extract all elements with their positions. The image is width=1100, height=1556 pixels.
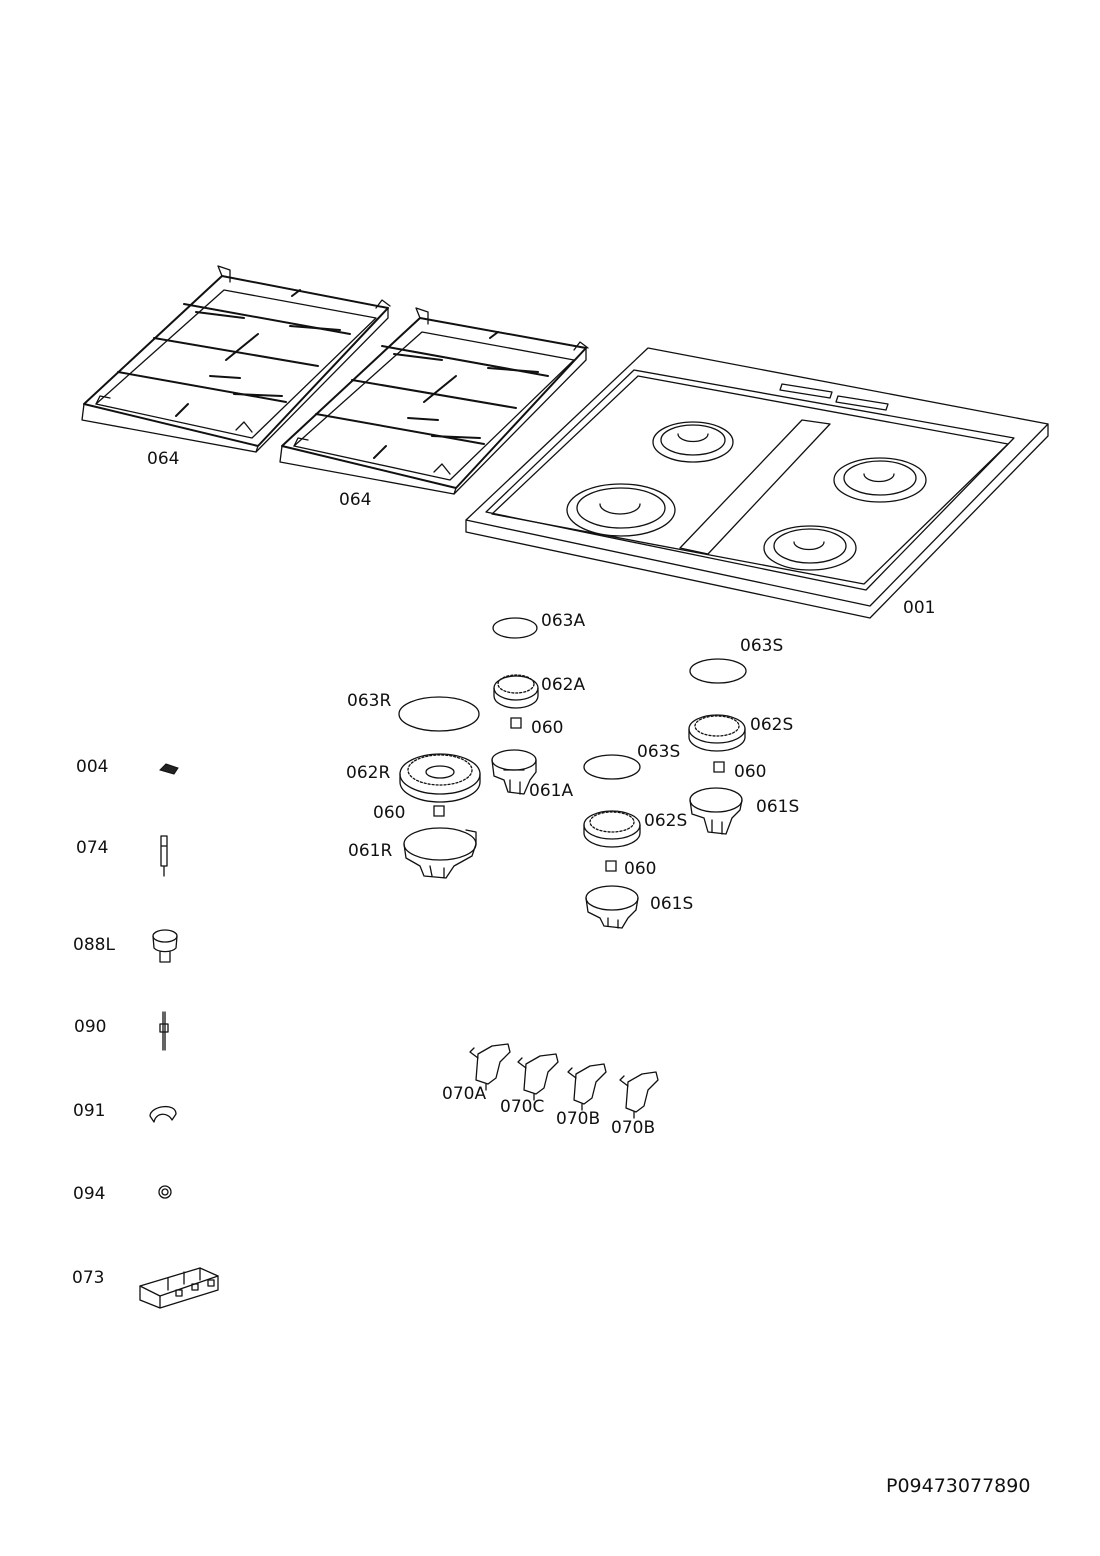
part-004-clip [159, 763, 179, 775]
label-crown-062r: 062R [346, 763, 391, 783]
part-074-thermocouple [160, 835, 168, 877]
label-base-061a: 061A [529, 781, 574, 801]
label-cap-063s-mid: 063S [637, 742, 681, 762]
label-injector-060-b: 060 [734, 762, 767, 782]
part-094-ring [158, 1185, 172, 1199]
part-073-ignition-switch [139, 1267, 219, 1309]
label-tap-070b-1: 070B [556, 1109, 601, 1129]
part-091-clip [149, 1106, 177, 1123]
pan-support-right [279, 307, 589, 495]
burner-cap-063s-mid [583, 754, 641, 780]
burner-base-061a [491, 749, 537, 795]
label-part-074: 074 [76, 838, 109, 858]
label-crown-062s-right: 062S [750, 715, 794, 735]
label-injector-060-d: 060 [624, 859, 657, 879]
label-tap-070a: 070A [442, 1084, 487, 1104]
label-tap-070c: 070C [500, 1097, 545, 1117]
hob-top [465, 347, 1049, 619]
burner-crown-062s-mid [583, 810, 641, 848]
label-part-004: 004 [76, 757, 109, 777]
label-cap-063r: 063R [347, 691, 392, 711]
pan-support-left [81, 265, 391, 453]
document-number: P09473077890 [886, 1475, 1031, 1497]
label-part-088l: 088L [73, 935, 115, 955]
label-grate-left: 064 [147, 449, 180, 469]
label-grate-right: 064 [339, 490, 372, 510]
burner-crown-062r [399, 753, 481, 803]
part-088l-knob [152, 929, 178, 963]
label-crown-062s-mid: 062S [644, 811, 688, 831]
burner-cap-063s-top [689, 658, 747, 684]
burner-base-061s-mid [585, 885, 639, 929]
label-hob-top: 001 [903, 598, 936, 618]
label-part-094: 094 [73, 1184, 106, 1204]
label-base-061r: 061R [348, 841, 393, 861]
injectors-060 [433, 717, 725, 872]
label-tap-070b-2: 070B [611, 1118, 656, 1138]
label-base-061s-right: 061S [756, 797, 800, 817]
label-part-073: 073 [72, 1268, 105, 1288]
burner-cap-063a [492, 617, 538, 639]
label-injector-060-c: 060 [373, 803, 406, 823]
label-cap-063a: 063A [541, 611, 586, 631]
burner-base-061s-right [689, 787, 743, 835]
burner-crown-062a [493, 674, 539, 709]
burner-base-061r [403, 827, 477, 879]
label-base-061s-mid: 061S [650, 894, 694, 914]
gas-taps-070 [469, 1043, 659, 1119]
label-crown-062a: 062A [541, 675, 586, 695]
burner-crown-062s-right [688, 714, 746, 752]
label-cap-063s-top: 063S [740, 636, 784, 656]
part-090-spark-plug [159, 1011, 169, 1051]
label-part-090: 090 [74, 1017, 107, 1037]
label-injector-060-a: 060 [531, 718, 564, 738]
label-part-091: 091 [73, 1101, 106, 1121]
burner-cap-063r [398, 696, 480, 732]
